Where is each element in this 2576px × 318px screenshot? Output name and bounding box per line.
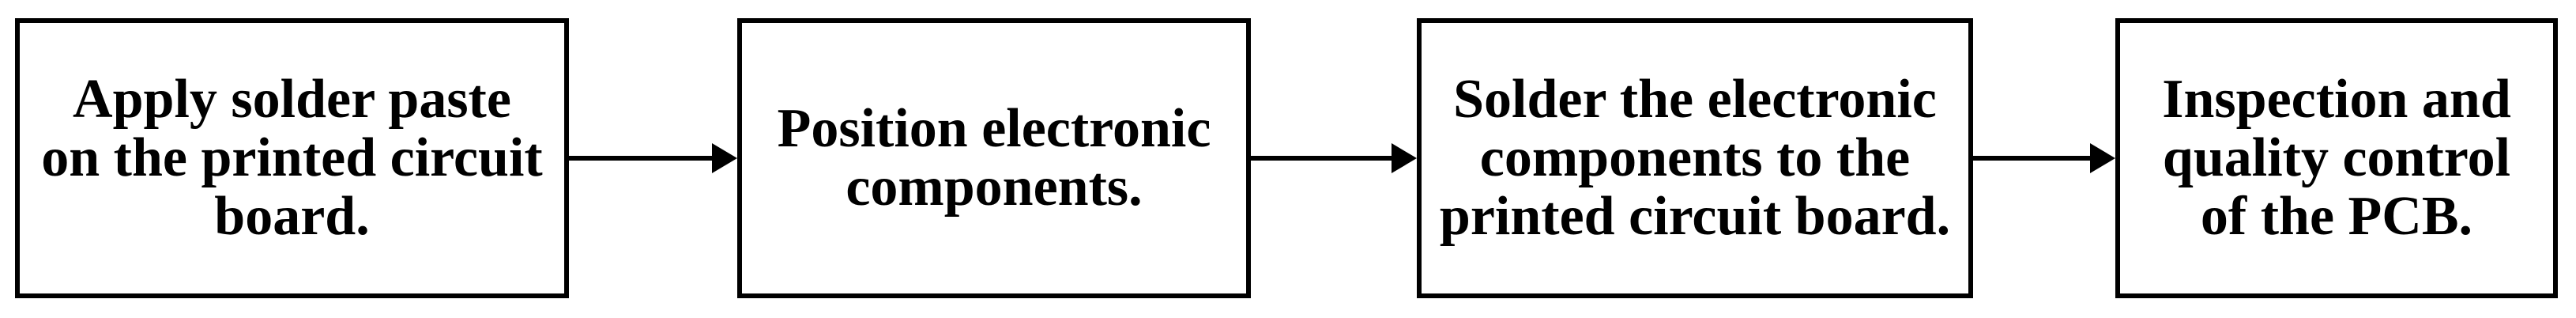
step-4-text-line: quality control	[2162, 127, 2511, 188]
arrow-right-icon	[1392, 143, 1417, 173]
step-4-text-line: Inspection and	[2162, 69, 2511, 130]
flow-step-position-components: Position electronic components.	[737, 18, 1251, 298]
step-1-text-line: on the printed circuit	[41, 127, 543, 188]
step-3-text-line: Solder the electronic	[1453, 69, 1937, 130]
step-3-text-line: components to the	[1479, 127, 1911, 188]
flow-arrow-3	[1973, 143, 2115, 173]
step-2-text-line: components.	[845, 157, 1143, 218]
flow-step-solder-components: Solder the electronic components to the …	[1417, 18, 1973, 298]
flow-step-apply-solder-paste: Apply solder paste on the printed circui…	[15, 18, 569, 298]
flow-arrow-1	[569, 143, 737, 173]
step-4-text: Inspection and quality control of the PC…	[2162, 70, 2511, 246]
arrow-shaft	[1973, 156, 2095, 161]
step-3-text: Solder the electronic components to the …	[1440, 70, 1950, 246]
step-3-text-line: printed circuit board.	[1439, 186, 1951, 247]
step-1-text-line: board.	[214, 186, 370, 247]
arrow-shaft	[569, 156, 717, 161]
flow-arrow-2	[1251, 143, 1417, 173]
step-2-text: Position electronic components.	[778, 100, 1211, 217]
step-4-text-line: of the PCB.	[2200, 186, 2473, 247]
step-1-text-line: Apply solder paste	[73, 69, 511, 130]
arrow-shaft	[1251, 156, 1396, 161]
arrow-right-icon	[712, 143, 737, 173]
step-2-text-line: Position electronic	[777, 98, 1211, 159]
arrow-right-icon	[2090, 143, 2115, 173]
flow-step-inspection-quality-control: Inspection and quality control of the PC…	[2115, 18, 2558, 298]
step-1-text: Apply solder paste on the printed circui…	[41, 70, 543, 246]
